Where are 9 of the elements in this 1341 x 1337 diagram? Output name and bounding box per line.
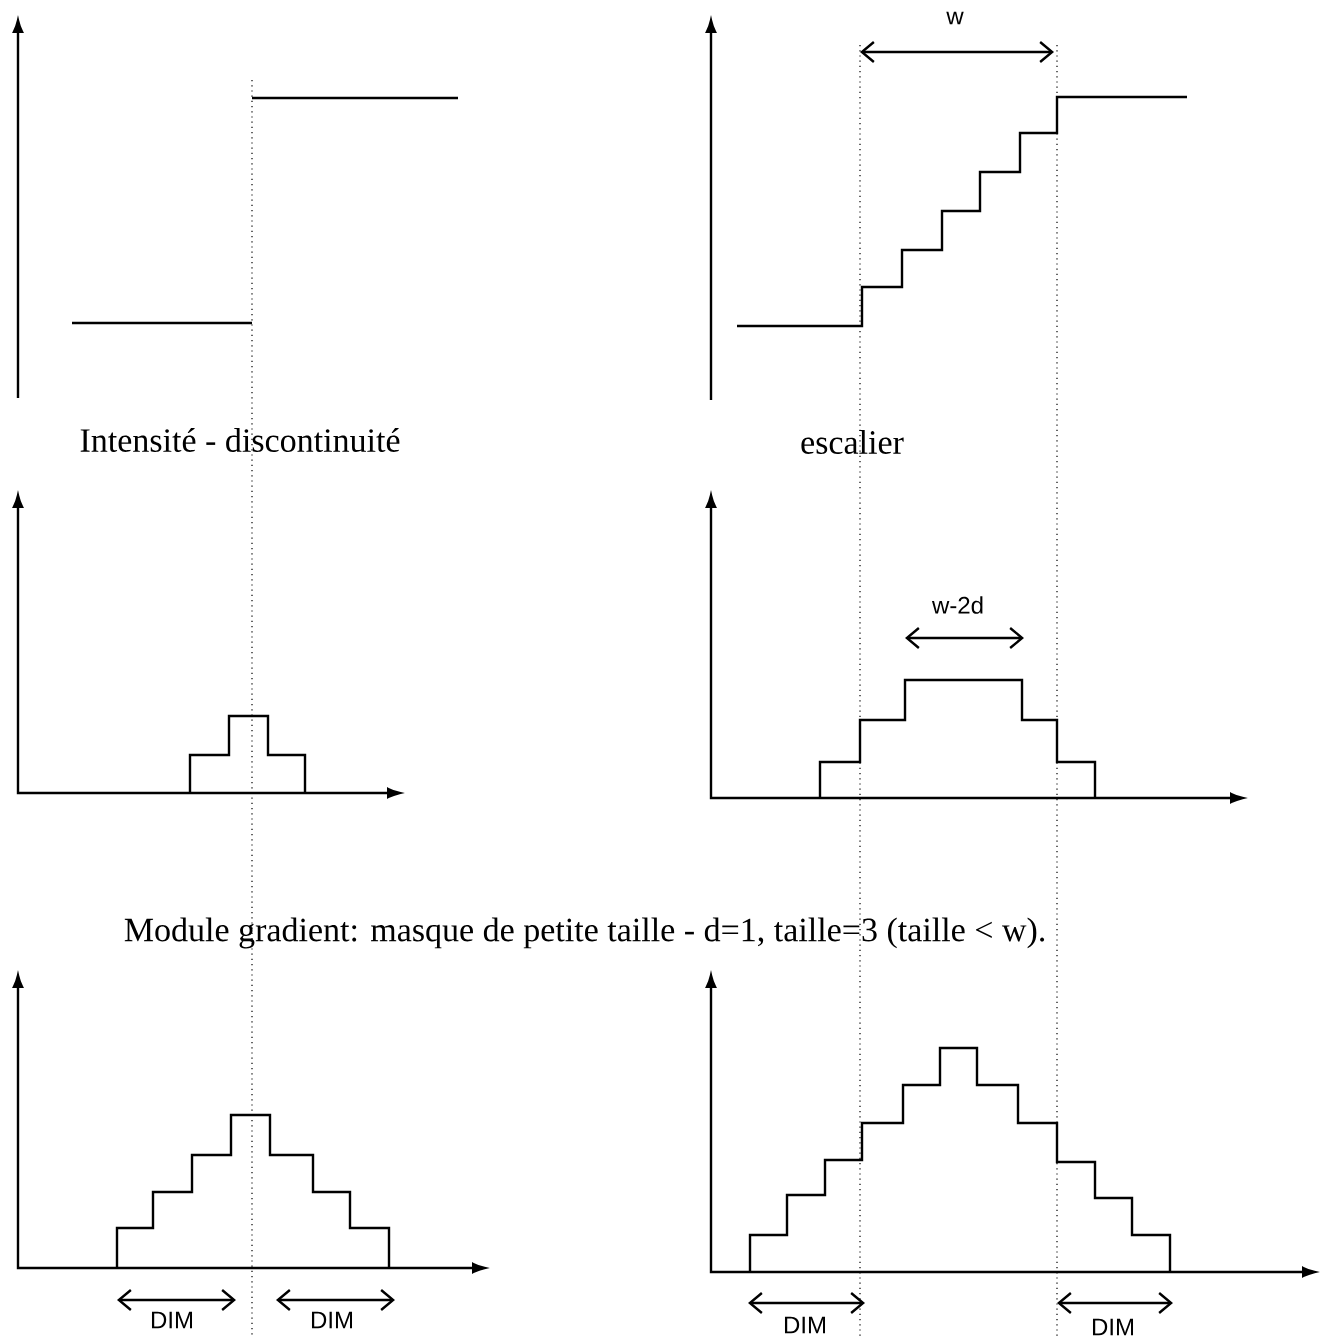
caption-text: Module gradient: masque de petite taille - d=1, taille=3 (taille < w). <box>124 917 1045 949</box>
dimension-label: DIM <box>785 1316 825 1334</box>
caption-text: escalier <box>801 430 904 454</box>
dimension-label: w <box>946 11 964 25</box>
caption-text: Intensité - discontinuité <box>80 428 400 452</box>
dimension-label: DIM <box>1093 1318 1133 1336</box>
dimension-label: w-2d <box>931 596 983 614</box>
dimension-label: DIM <box>152 1311 192 1329</box>
dimension-label: DIM <box>312 1311 352 1329</box>
